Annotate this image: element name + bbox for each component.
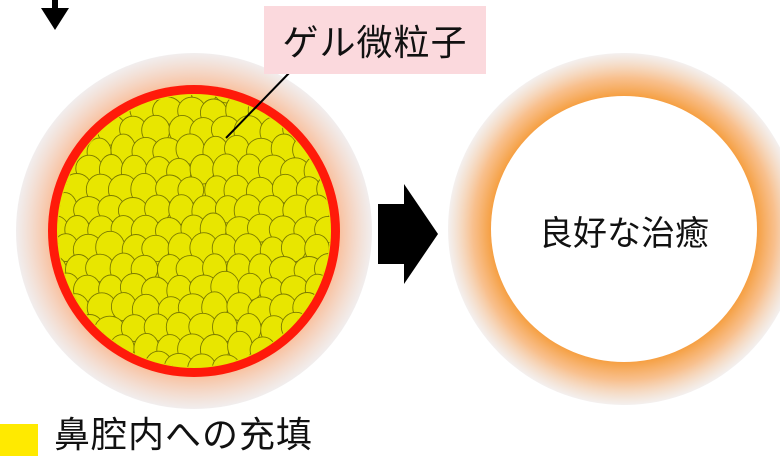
down-arrow-icon bbox=[41, 0, 69, 30]
slide-accent-tab bbox=[0, 424, 38, 456]
caption-nasal-packing: 鼻腔内への充填 bbox=[54, 415, 314, 456]
gel-particles-label: ゲル微粒子 bbox=[264, 6, 486, 74]
gel-particle bbox=[187, 353, 217, 367]
healed-interior bbox=[491, 96, 757, 362]
gel-particle bbox=[144, 350, 174, 367]
gel-particle-cluster bbox=[58, 95, 330, 367]
leader-line bbox=[225, 69, 293, 139]
healing-result-label: 良好な治癒 bbox=[539, 214, 709, 254]
right-arrow-icon bbox=[378, 184, 438, 284]
packed-cavity-circle bbox=[16, 53, 372, 409]
healed-cavity-circle bbox=[448, 53, 780, 405]
